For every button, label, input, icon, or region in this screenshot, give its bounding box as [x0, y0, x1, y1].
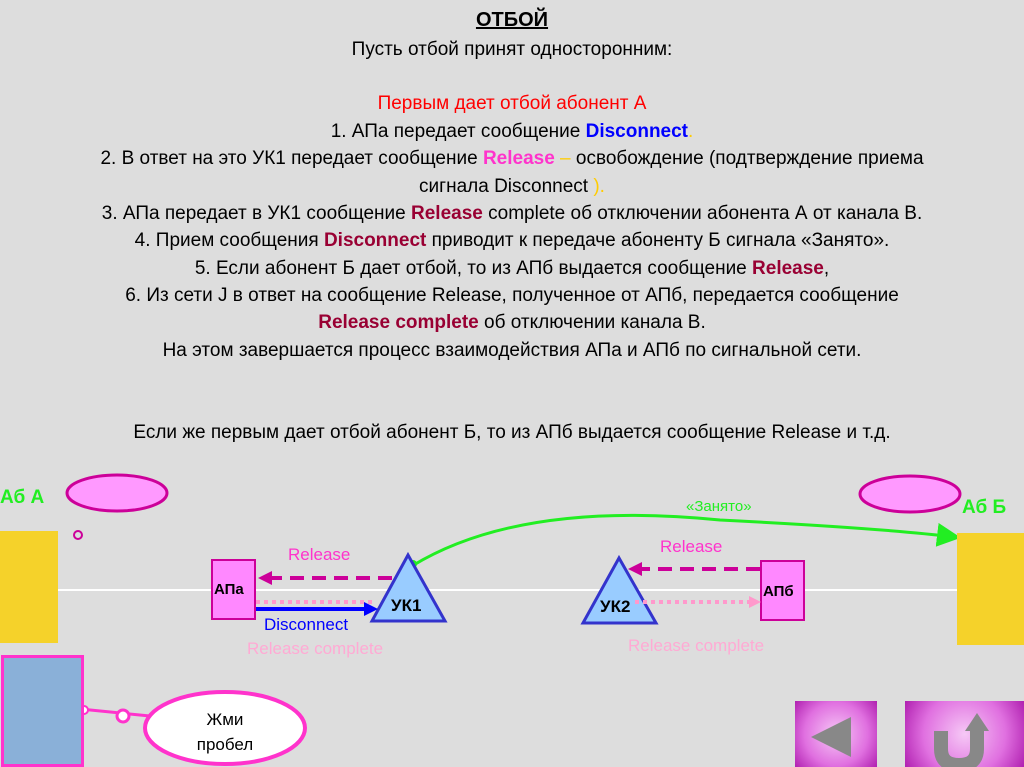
u-turn-arrow-icon	[934, 713, 989, 767]
step-1: 1. АПа передает сообщение Disconnect.	[330, 121, 694, 142]
summary: На этом завершается процесс взаимодейств…	[162, 340, 862, 361]
step-6-cont: Release complete об отключении канала В.	[318, 312, 706, 333]
return-button[interactable]	[905, 701, 1024, 767]
step-6: 6. Из сети J в ответ на сообщение Releas…	[125, 285, 899, 306]
step-4: 4. Прием сообщения Disconnect приводит к…	[134, 230, 890, 251]
first-line: Первым дает отбой абонент А	[377, 93, 647, 114]
subtitle: Пусть отбой принят односторонним:	[351, 39, 673, 60]
release-label-left: Release	[288, 545, 351, 564]
thought-cloud-a	[65, 473, 169, 513]
release-complete-label-right: Release complete	[628, 636, 765, 655]
cat-image-a	[0, 531, 58, 643]
hint-text-2: пробел	[196, 735, 254, 754]
back-button[interactable]	[795, 701, 877, 767]
uk1-triangle	[369, 551, 448, 623]
slide-title: ОТБОЙ	[475, 9, 549, 31]
alt-case: Если же первым дает отбой абонент Б, то …	[133, 422, 891, 443]
step-2: 2. В ответ на это УК1 передает сообщение…	[100, 148, 924, 169]
uk2-triangle	[580, 554, 659, 625]
release-complete-label-left: Release complete	[247, 639, 384, 658]
apa-box	[211, 559, 256, 620]
step-2-cont: сигнала Disconnect ).	[419, 176, 605, 197]
busy-label: «Занято»	[686, 498, 752, 515]
presenter-photo	[1, 655, 84, 767]
triangle-left-icon	[811, 717, 851, 757]
ab-b-label: Аб Б	[962, 497, 1007, 518]
step-5: 5. Если абонент Б дает отбой, то из АПб …	[194, 258, 830, 279]
uk2-label: УК2	[600, 597, 631, 616]
hint-text-1: Жми	[206, 710, 244, 729]
hint-bubble	[143, 690, 307, 766]
ab-a-label: Аб А	[0, 487, 45, 508]
uk1-label: УК1	[391, 596, 422, 615]
step-3: 3. АПа передает в УК1 сообщение Release …	[101, 203, 923, 224]
apb-box	[760, 560, 805, 621]
release-label-right: Release	[660, 537, 723, 556]
thought-cloud-b	[858, 474, 962, 514]
disconnect-label: Disconnect	[264, 615, 349, 634]
apb-label: АПб	[763, 583, 794, 600]
cat-image-b	[957, 533, 1024, 645]
apa-label: АПа	[214, 581, 244, 598]
busy-arrow	[411, 513, 961, 568]
